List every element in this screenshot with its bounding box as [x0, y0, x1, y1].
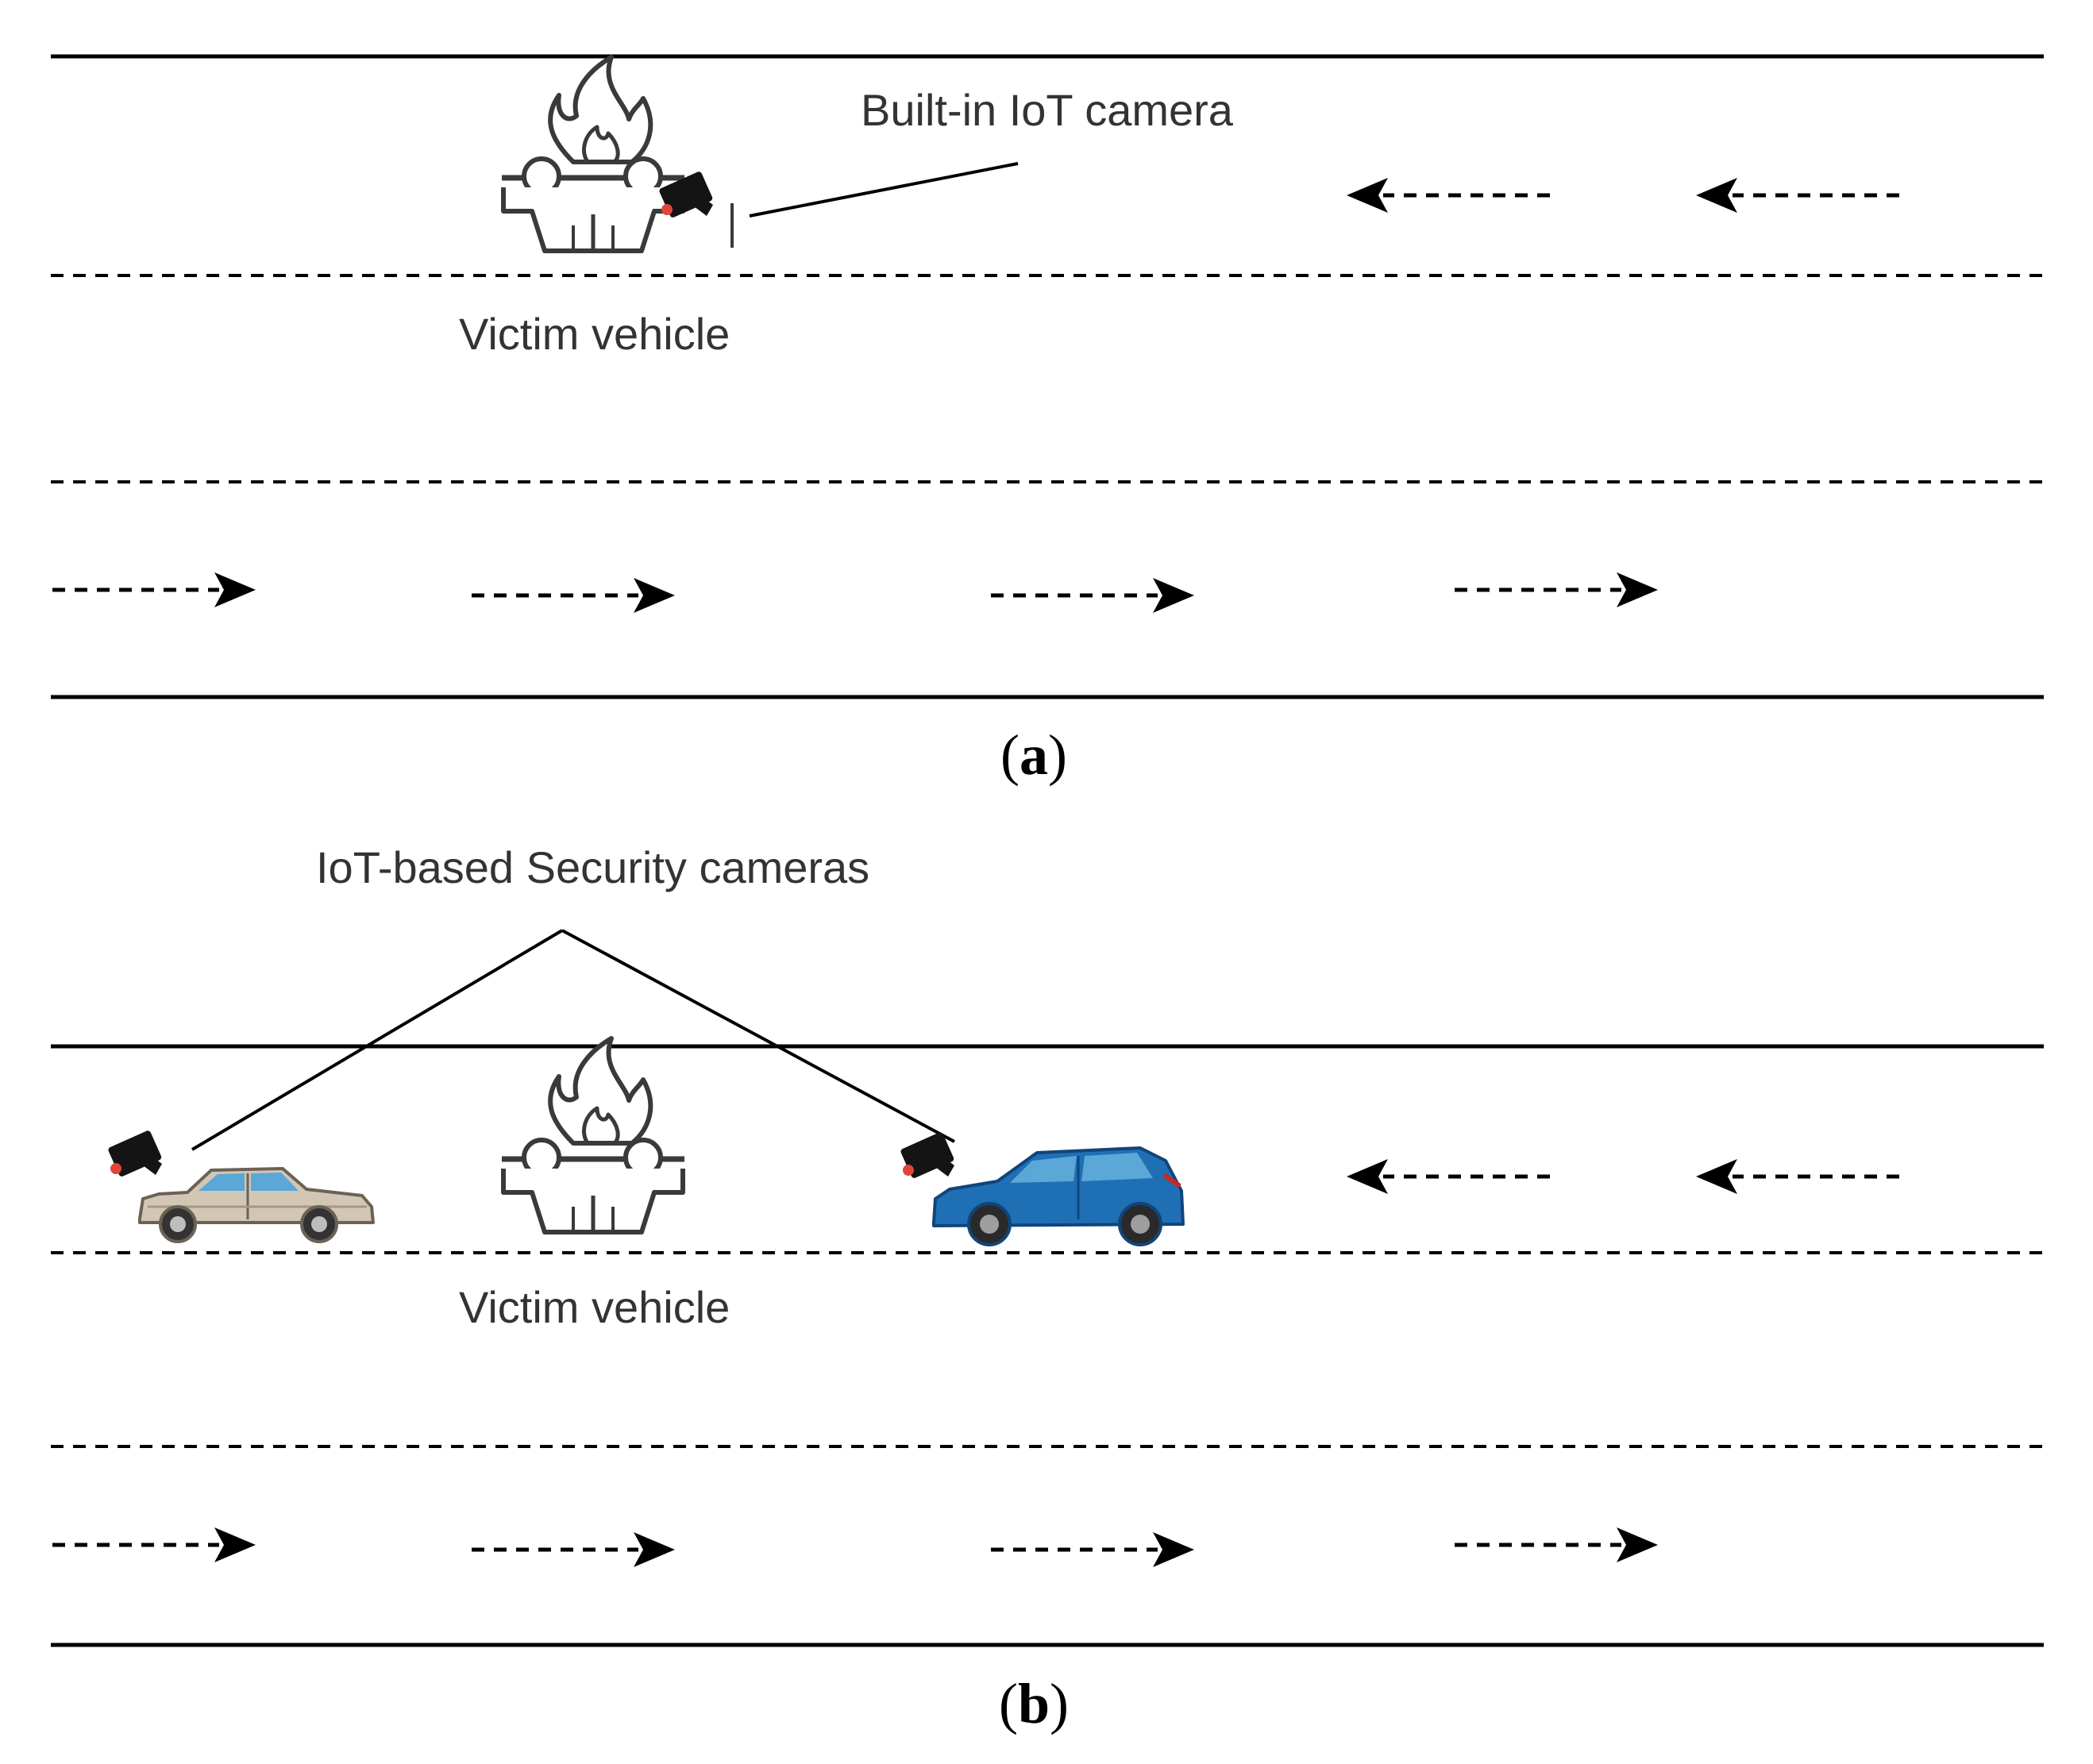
flame-icon	[550, 1038, 650, 1143]
camera-label: Built-in IoT camera	[861, 85, 1234, 135]
overturned-car-icon	[502, 159, 684, 251]
victim-label: Victim vehicle	[459, 1282, 730, 1332]
victim-label: Victim vehicle	[459, 309, 730, 359]
callout-line	[561, 929, 955, 1143]
panel-b: IoT-based Security cameras Victim vehicl…	[51, 842, 2044, 1735]
dashed-arrow-icon	[472, 1532, 675, 1567]
dashed-arrow-icon	[1455, 1527, 1658, 1562]
dashed-arrow-icon	[472, 578, 675, 613]
dashed-arrow-icon	[52, 1527, 256, 1562]
blue-hatchback-icon	[934, 1148, 1183, 1245]
security-camera-icon	[107, 1130, 163, 1178]
dashed-arrow-icon	[991, 1532, 1194, 1567]
panel-a: Built-in IoT camera Victim vehicle (a)	[51, 54, 2044, 787]
flame-icon	[550, 57, 650, 162]
dashed-arrow-icon	[991, 578, 1194, 613]
dashed-arrow-icon	[1696, 1159, 1899, 1194]
caption-b: (b)	[999, 1672, 1069, 1735]
camera-label: IoT-based Security cameras	[316, 842, 869, 892]
callout-line	[191, 929, 564, 1151]
callout-line	[749, 162, 1019, 218]
overturned-car-icon	[502, 1140, 684, 1232]
dashed-arrow-icon	[1455, 572, 1658, 607]
dashed-arrow-icon	[1347, 1159, 1550, 1194]
dashed-arrow-icon	[1696, 178, 1899, 213]
caption-a: (a)	[1000, 723, 1067, 787]
beige-sedan-icon	[138, 1167, 375, 1243]
dashed-arrow-icon	[52, 572, 256, 607]
dashed-arrow-icon	[1347, 178, 1550, 213]
